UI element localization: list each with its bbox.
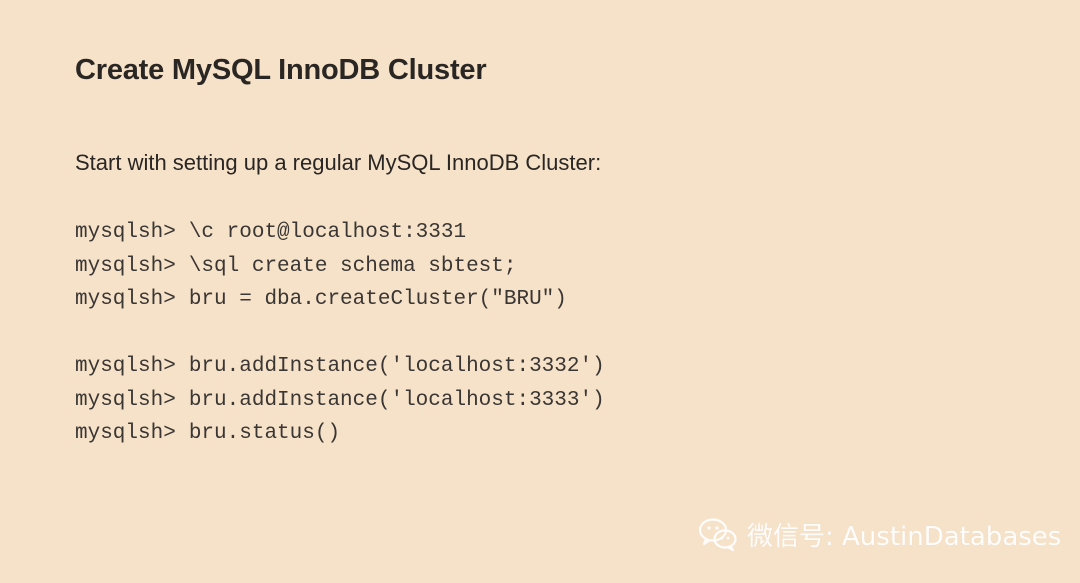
command-text: bru.addInstance('localhost:3333') <box>188 388 605 412</box>
code-line: mysqlsh> bru = dba.createCluster("BRU") <box>75 283 605 317</box>
shell-prompt: mysqlsh> <box>75 254 176 278</box>
shell-prompt: mysqlsh> <box>75 288 176 311</box>
code-line: mysqlsh> bru.status() <box>75 417 605 451</box>
shell-prompt: mysqlsh> <box>75 221 176 244</box>
code-line: mysqlsh> bru.addInstance('localhost:3332'… <box>75 350 605 384</box>
command-text: bru.status() <box>188 422 341 445</box>
shell-prompt: mysqlsh> <box>75 422 176 445</box>
slide-subtitle: Start with setting up a regular MySQL In… <box>75 150 602 175</box>
code-line: mysqlsh> \sql create schema sbtest; <box>75 250 605 284</box>
watermark-text: 微信号: AustinDatabases <box>747 521 1062 552</box>
slide-title: Create MySQL InnoDB Cluster <box>75 54 487 86</box>
watermark: 微信号: AustinDatabases <box>697 515 1061 553</box>
command-text: bru.addInstance('localhost:3332') <box>188 355 605 378</box>
wechat-icon <box>698 518 737 552</box>
code-line: mysqlsh> bru.addInstance('localhost:3333'… <box>75 384 605 418</box>
shell-prompt: mysqlsh> <box>75 388 176 412</box>
code-line: mysqlsh> \c root@localhost:3331 <box>75 216 605 250</box>
code-spacer <box>75 317 605 351</box>
command-text: \c root@localhost:3331 <box>188 221 467 244</box>
code-block: mysqlsh> \c root@localhost:3331 mysqlsh> \… <box>75 216 605 451</box>
shell-prompt: mysqlsh> <box>75 355 176 378</box>
command-text: bru = dba.createCluster("BRU") <box>188 288 567 311</box>
command-text: \sql create schema sbtest; <box>188 254 517 278</box>
